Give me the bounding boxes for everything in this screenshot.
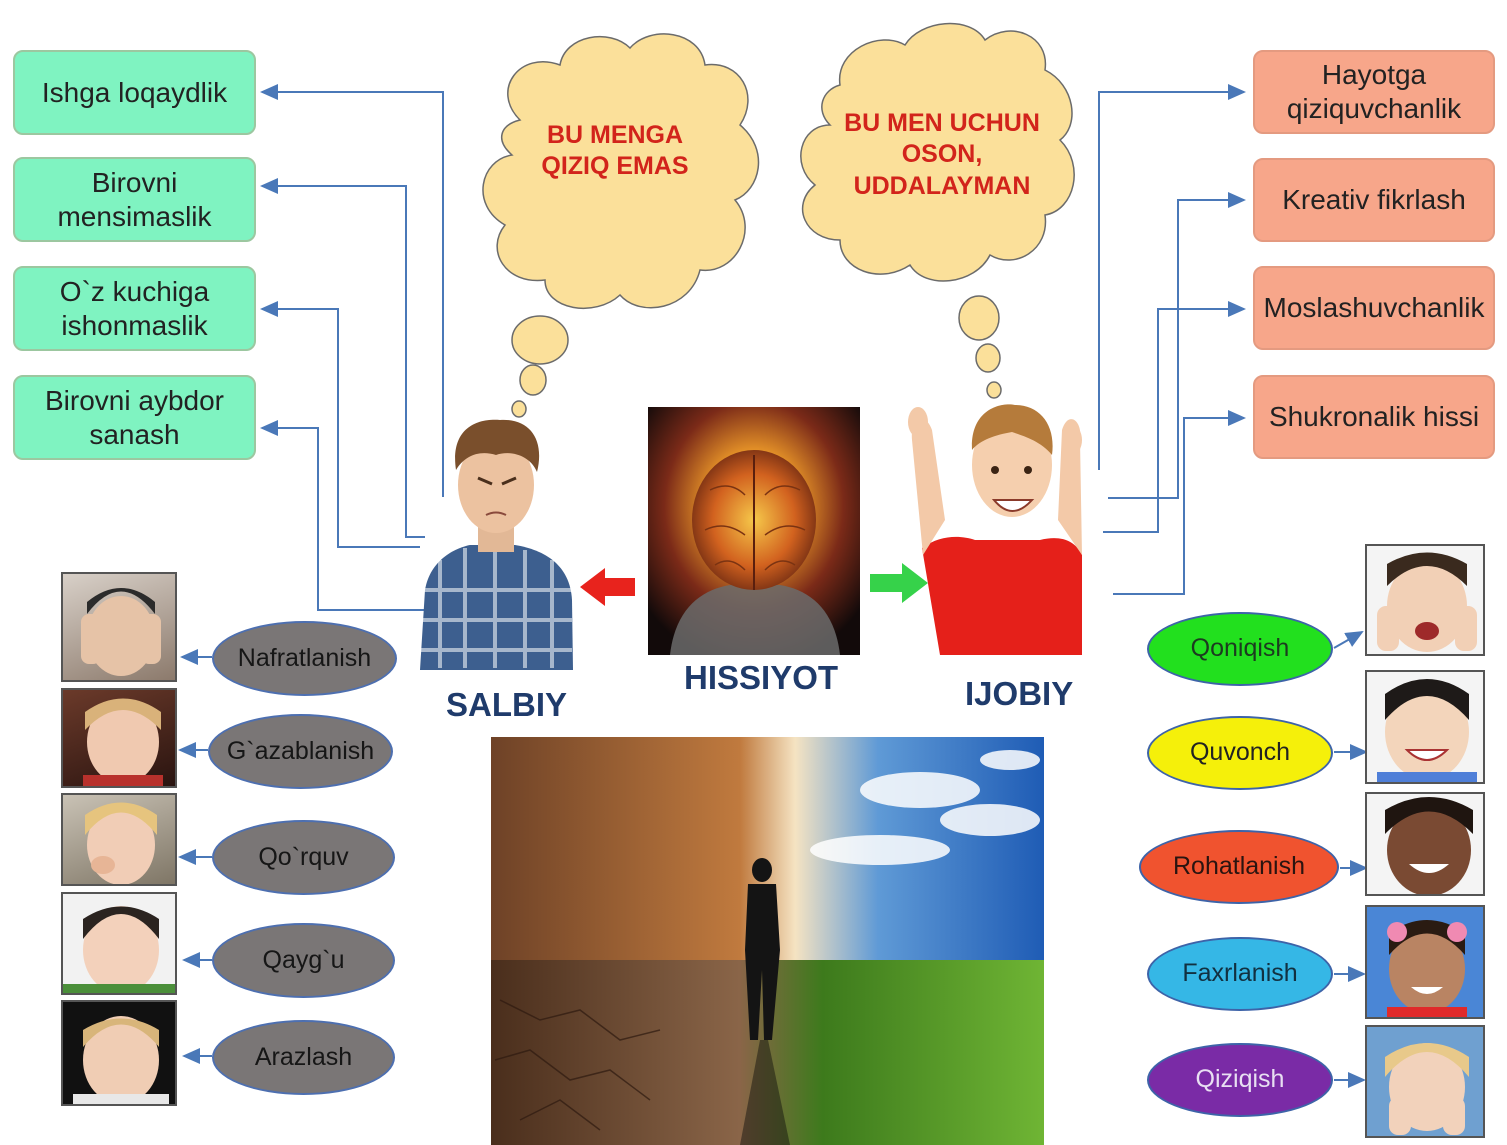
positive-reason-2: Kreativ fikrlash xyxy=(1253,158,1495,242)
negative-emotion-2: G`azablanish xyxy=(208,714,393,789)
negative-thought-text: BU MENGA QIZIQ EMAS xyxy=(541,121,689,181)
negative-reason-3: O`z kuchiga ishonmaslik xyxy=(13,266,256,351)
connector-pos-1 xyxy=(1098,84,1246,470)
positive-emotion-3: Rohatlanish xyxy=(1139,830,1339,904)
positive-reason-1: Hayotga qiziquvchanlik xyxy=(1253,50,1495,134)
positive-reason-3: Moslashuvchanlik xyxy=(1253,266,1495,350)
negative-reason-2: Birovni mensimaslik xyxy=(13,157,256,242)
cloud-negative xyxy=(482,33,760,418)
positive-emotion-5: Qiziqish xyxy=(1147,1043,1333,1117)
photo-arazlash xyxy=(61,1000,177,1106)
photo-gazablanish xyxy=(61,688,177,788)
connector-pos-4 xyxy=(1113,410,1246,595)
photo-quvonch xyxy=(1365,670,1485,784)
negative-reason-4: Birovni aybdor sanash xyxy=(13,375,256,460)
photo-qiziqish xyxy=(1365,1025,1485,1138)
positive-label: IJOBIY xyxy=(965,675,1074,712)
connector-pos-3 xyxy=(1103,301,1246,533)
connector-neg-3 xyxy=(260,301,420,548)
positive-reason-4: Shukronalik hissi xyxy=(1253,375,1495,459)
negative-emotion-1: Nafratlanish xyxy=(212,621,397,696)
connector-neg-1 xyxy=(260,84,444,497)
photo-nafratlanish xyxy=(61,572,177,682)
positive-emotion-2: Quvonch xyxy=(1147,716,1333,790)
connector-neg-4 xyxy=(260,420,425,611)
positive-emotion-1: Qoniqish xyxy=(1147,612,1333,686)
photo-qoniqish xyxy=(1365,544,1485,656)
negative-emotion-3: Qo`rquv xyxy=(212,820,395,895)
negative-emotion-5: Arazlash xyxy=(212,1020,395,1095)
arrow-left-icon xyxy=(580,568,635,606)
negative-label: SALBIY xyxy=(446,686,568,723)
photo-rohatlanish xyxy=(1365,792,1485,896)
connector-pos-2 xyxy=(1108,192,1246,499)
photo-qaygu xyxy=(61,892,177,995)
positive-emotion-4: Faxrlanish xyxy=(1147,937,1333,1011)
cloud-positive xyxy=(800,22,1075,399)
photo-faxrlanish xyxy=(1365,905,1485,1019)
photo-qorquv xyxy=(61,793,177,886)
positive-thought-text: BU MEN UCHUN OSON, UDDALAYMAN xyxy=(844,109,1040,200)
center-label: HISSIYOT xyxy=(684,659,839,696)
negative-emotion-4: Qayg`u xyxy=(212,923,395,998)
arrow-right-icon xyxy=(870,563,928,603)
negative-reason-1: Ishga loqaydlik xyxy=(13,50,256,135)
connector-neg-2 xyxy=(260,178,425,538)
